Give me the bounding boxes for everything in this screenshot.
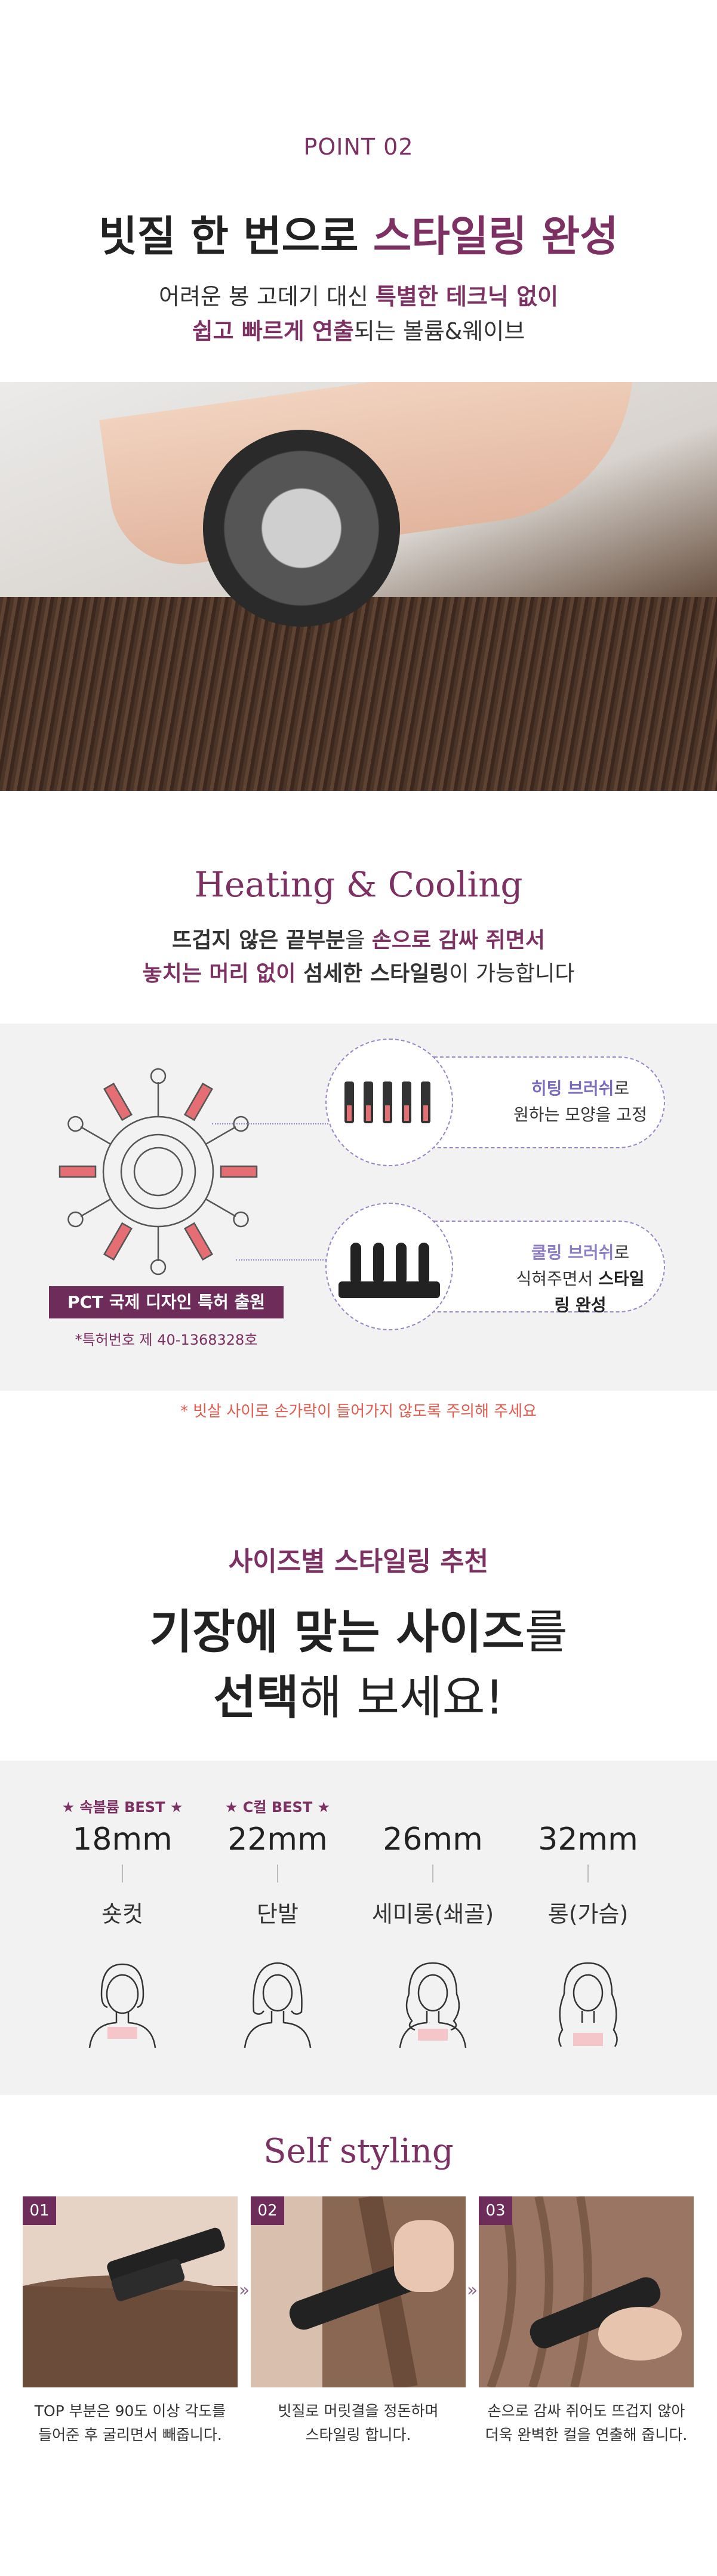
point-label: POINT 02 (303, 134, 414, 160)
desc-line2-b: 섬세한 스타일링 (296, 962, 450, 986)
patent-badge: PCT 국제 디자인 특허 출원 (49, 1286, 284, 1318)
brush-cross-section-diagram (59, 1068, 258, 1275)
heating-desc-plain: 원하는 모양 (513, 1105, 596, 1124)
size-guide-panel: ★ 속볼륨 BEST ★ 18mm 숏컷 ★ C컬 BEST ★ 22mm 단발 (0, 1761, 717, 2095)
sub1-line2-plain: 되는 볼륨&웨이브 (353, 318, 525, 344)
best-badge (504, 1797, 672, 1818)
long-hair-figure-icon (558, 1962, 618, 2047)
caution-note: * 빗살 사이로 손가락이 들어가지 않도록 주의해 주세요 (180, 1403, 537, 1421)
cooling-connector-line (236, 1259, 328, 1261)
short-hair-figure-icon (88, 1963, 156, 2048)
desc-line2-c: 이 가능합니다 (449, 962, 575, 986)
cooling-bristles-icon (339, 1243, 440, 1298)
size-mm: 22mm (227, 1822, 328, 1857)
size-mm: 18mm (72, 1822, 173, 1857)
patent-number: *특허번호 제 40-1368328호 (75, 1332, 258, 1348)
desc-line1-c: 손으로 감싸 쥐면서 (371, 928, 545, 953)
heating-cooling-title: Heating & Cooling (194, 864, 523, 905)
title-line2-plain: 해 보세요! (299, 1671, 504, 1725)
cooling-brush-zoom (325, 1203, 453, 1330)
best-badge: ★ C컬 BEST ★ (224, 1799, 331, 1816)
title-line1-plain: 를 (524, 1606, 568, 1659)
divider-tick (277, 1865, 278, 1882)
step-arrow-icon: » (239, 2280, 250, 2301)
cooling-desc-plain: 식혀주면서 (516, 1269, 599, 1289)
caption-line2: 스타일링 합니다. (305, 2426, 411, 2443)
cooling-suffix: 로 (614, 1243, 630, 1262)
sub1-line2-bold: 쉽고 빠르게 연출 (192, 318, 354, 344)
heating-brush-zoom (325, 1039, 453, 1166)
desc-line1-a: 뜨겁지 않은 끝부분 (172, 928, 346, 953)
bristle-spokes (59, 1068, 258, 1275)
step-number: 02 (251, 2196, 284, 2225)
caption-line1: 손으로 감싸 쥐어도 뜨겁지 않아 (487, 2402, 685, 2420)
step-number: 03 (479, 2196, 512, 2225)
sub1-line1-plain: 어려운 봉 고데기 대신 (158, 284, 376, 310)
step-02-image (251, 2196, 466, 2387)
section1-subtitle: 어려운 봉 고데기 대신 특별한 테크닉 없이 쉽고 빠르게 연출되는 볼륨&웨… (0, 279, 717, 349)
best-badge (349, 1797, 516, 1818)
hair-length-label: 숏컷 (101, 1901, 143, 1927)
hair-length-label: 세미롱(쇄골) (371, 1901, 494, 1927)
hero-photo (0, 382, 717, 791)
size-column-18mm: ★ 속볼륨 BEST ★ 18mm 숏컷 (39, 1761, 206, 2050)
title-plain: 빗질 한 번으로 (99, 212, 373, 261)
best-badge: ★ 속볼륨 BEST ★ (61, 1799, 183, 1816)
step-02-caption: 빗질로 머릿결을 정돈하며 스타일링 합니다. (251, 2399, 466, 2447)
sub1-line1-bold: 특별한 테크닉 없이 (375, 284, 559, 310)
caption-line1: 빗질로 머릿결을 정돈하며 (278, 2402, 439, 2420)
heating-suffix: 로 (614, 1079, 630, 1098)
divider-tick (122, 1865, 123, 1882)
step-arrow-icon: » (467, 2280, 478, 2301)
heating-connector-line (212, 1123, 328, 1124)
cooling-desc-bold: 스타일링 완성 (554, 1269, 645, 1315)
heating-title: 히팅 브러쉬 (531, 1079, 614, 1098)
size-column-32mm: 32mm 롱(가슴) (504, 1761, 672, 2050)
divider-tick (432, 1865, 433, 1882)
heating-cooling-desc: 뜨겁지 않은 끝부분을 손으로 감싸 쥐면서 놓치는 머리 없이 섬세한 스타일… (0, 924, 717, 991)
hair-photo-area (0, 597, 717, 791)
caption-line2: 더욱 완벽한 컬을 연출해 줍니다. (485, 2426, 688, 2443)
step-03-photo: 03 (479, 2196, 694, 2387)
step-01-photo: 01 (23, 2196, 238, 2387)
bob-hair-figure-icon (244, 1962, 312, 2048)
hair-length-label: 단발 (257, 1901, 299, 1927)
size-column-22mm: ★ C컬 BEST ★ 22mm 단발 (194, 1761, 361, 2050)
semi-long-hair-figure-icon (399, 1962, 467, 2048)
size-mm: 32mm (538, 1822, 638, 1857)
step-02-photo: 02 (251, 2196, 466, 2387)
brush-diagram-panel: 히팅 브러쉬로 원하는 모양을 고정 (0, 1024, 717, 1391)
size-recommend-eyebrow: 사이즈별 스타일링 추천 (228, 1546, 489, 1577)
cooling-title: 쿨링 브러쉬 (531, 1243, 614, 1262)
step-number: 01 (23, 2196, 56, 2225)
desc-line1-b: 을 (345, 928, 372, 953)
step-03-caption: 손으로 감싸 쥐어도 뜨겁지 않아 더욱 완벽한 컬을 연출해 줍니다. (479, 2399, 694, 2447)
title-line2-bold: 선택 (213, 1671, 299, 1725)
step-01-image (23, 2196, 238, 2387)
heating-desc-tail: 을 고정 (595, 1105, 647, 1124)
caption-line2: 들어준 후 굴리면서 빼줍니다. (38, 2426, 222, 2443)
brush-head-image (203, 430, 400, 627)
step-01-caption: TOP 부분은 90도 이상 각도를 들어준 후 굴리면서 빼줍니다. (23, 2399, 238, 2447)
step-03-image (479, 2196, 694, 2387)
section1-title: 빗질 한 번으로 스타일링 완성 (0, 203, 717, 263)
divider-tick (587, 1865, 589, 1882)
self-styling-title: Self styling (263, 2132, 454, 2171)
caption-line1: TOP 부분은 90도 이상 각도를 (34, 2402, 226, 2420)
size-column-26mm: 26mm 세미롱(쇄골) (349, 1761, 516, 2050)
heating-bristles-icon (344, 1081, 430, 1123)
title-accent: 스타일링 완성 (373, 212, 618, 261)
desc-line2-a: 놓치는 머리 없이 (142, 962, 296, 986)
title-line1-bold: 기장에 맞는 사이즈 (149, 1606, 525, 1659)
hair-length-label: 롱(가슴) (547, 1901, 629, 1927)
size-mm: 26mm (383, 1822, 483, 1857)
size-recommend-title: 기장에 맞는 사이즈를 선택해 보세요! (0, 1600, 717, 1731)
